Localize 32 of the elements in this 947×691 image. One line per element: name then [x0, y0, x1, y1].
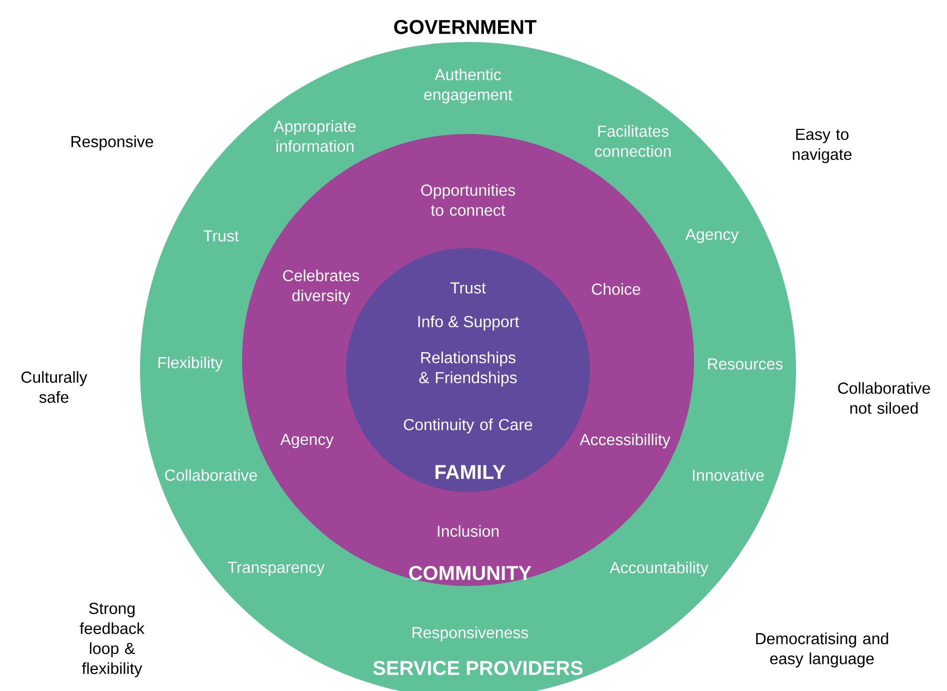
value-text: Info & Support [418, 316, 520, 330]
outer-value-text: Collaborative not siloed [838, 382, 930, 414]
value-text: Transparency [228, 562, 325, 576]
ring-title: COMMUNITY [409, 566, 532, 580]
value-text: Responsiveness [412, 626, 528, 642]
value-text: Trust [203, 230, 239, 242]
value-text: Resources [708, 358, 783, 370]
value-text: Agency [280, 434, 334, 448]
value-text: Flexibility [158, 356, 223, 372]
value-text: Inclusion [438, 525, 499, 537]
value-text: Collaborative [165, 469, 257, 481]
value-text: Facilitates connection [594, 125, 671, 157]
value-text: Choice [592, 283, 640, 295]
value-text: Agency [685, 228, 739, 244]
value-text: Innovative [693, 469, 764, 481]
outer-value-text: Culturally safe [21, 371, 88, 403]
value-text: Continuity of Care [404, 418, 532, 434]
outer-value-text: Democratising and easy language [756, 632, 888, 668]
outer-value-text: Easy to navigate [792, 128, 852, 164]
value-text: Opportunities to connect [421, 184, 515, 216]
value-text: Accountability [610, 562, 708, 576]
ring-title: SERVICE PROVIDERS [373, 660, 583, 676]
ring-title: GOVERNMENT [394, 20, 536, 34]
value-text: Celebrates diversity [283, 270, 360, 304]
value-text: Authentic engagement [424, 68, 512, 104]
value-text: Relationships & Friendships [419, 352, 517, 386]
value-text: Appropriate information [274, 120, 356, 152]
ring-title: FAMILY [436, 465, 506, 479]
outer-value-text: Strong feedback loop & flexibility [80, 602, 144, 678]
value-text: Trust [450, 282, 486, 294]
outer-value-text: Responsive [72, 136, 154, 150]
value-text: Accessibillity [580, 434, 670, 448]
